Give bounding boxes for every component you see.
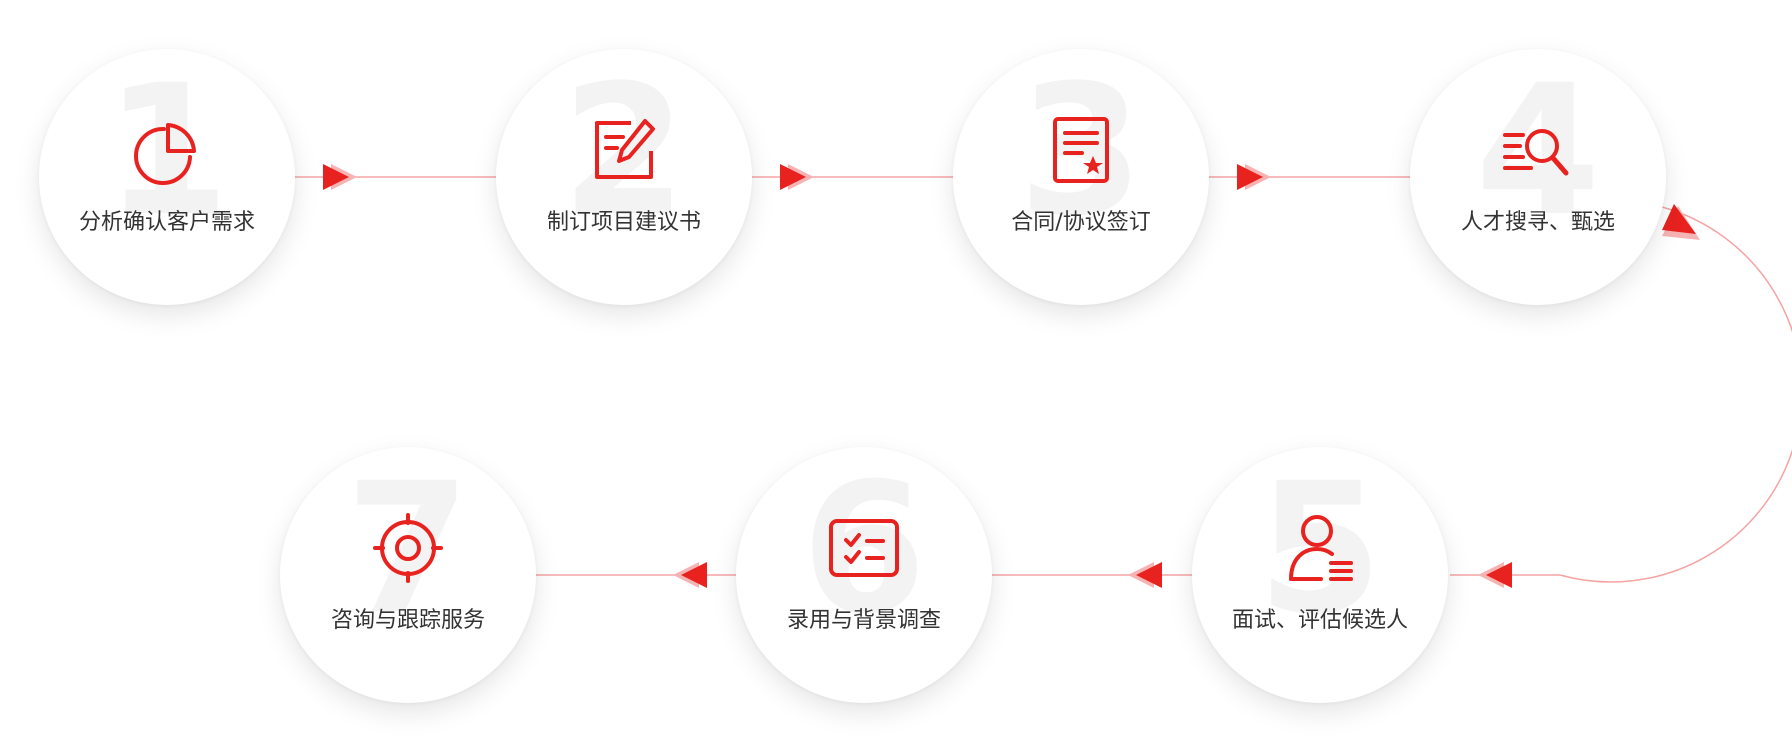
step-label: 制订项目建议书 (546, 210, 701, 235)
arrow-2-3 (780, 164, 814, 190)
arrow-5-6 (1128, 562, 1162, 588)
step-1: 1 分析确认客户需求 (39, 49, 295, 305)
step-label: 咨询与跟踪服务 (330, 608, 485, 633)
step-6: 6 录用与背景调查 (736, 447, 992, 703)
arrow-1-2 (323, 164, 357, 190)
step-7: 7 咨询与跟踪服务 (280, 447, 536, 703)
search-list-icon (1503, 129, 1569, 176)
arrow-6-7 (673, 562, 707, 588)
step-label: 面试、评估候选人 (1232, 608, 1409, 633)
step-label: 人才搜寻、甄选 (1460, 210, 1615, 235)
step-number: 7 (345, 447, 471, 654)
step-5: 5 面试、评估候选人 (1192, 447, 1448, 703)
step-2: 2 制订项目建议书 (496, 49, 752, 305)
step-number: 6 (801, 447, 927, 654)
edit-document-icon (595, 119, 655, 179)
arrow-4-5 (1478, 562, 1512, 588)
arrow-4-5-curve (1662, 204, 1700, 240)
user-list-icon (1289, 515, 1353, 581)
step-3: 3 合同/协议签订 (953, 49, 1209, 305)
step-label: 合同/协议签订 (1011, 210, 1151, 235)
step-number: 4 (1475, 49, 1601, 256)
step-4: 4 人才搜寻、甄选 (1410, 49, 1666, 305)
pie-chart-icon (134, 123, 196, 185)
step-number: 2 (561, 49, 687, 256)
target-icon (373, 513, 443, 583)
contract-icon (1053, 117, 1109, 183)
connector-curve-4-5 (1559, 206, 1792, 583)
step-label: 分析确认客户需求 (79, 210, 256, 235)
step-label: 录用与背景调查 (786, 608, 941, 633)
checklist-icon (829, 519, 899, 577)
arrow-3-4 (1237, 164, 1271, 190)
